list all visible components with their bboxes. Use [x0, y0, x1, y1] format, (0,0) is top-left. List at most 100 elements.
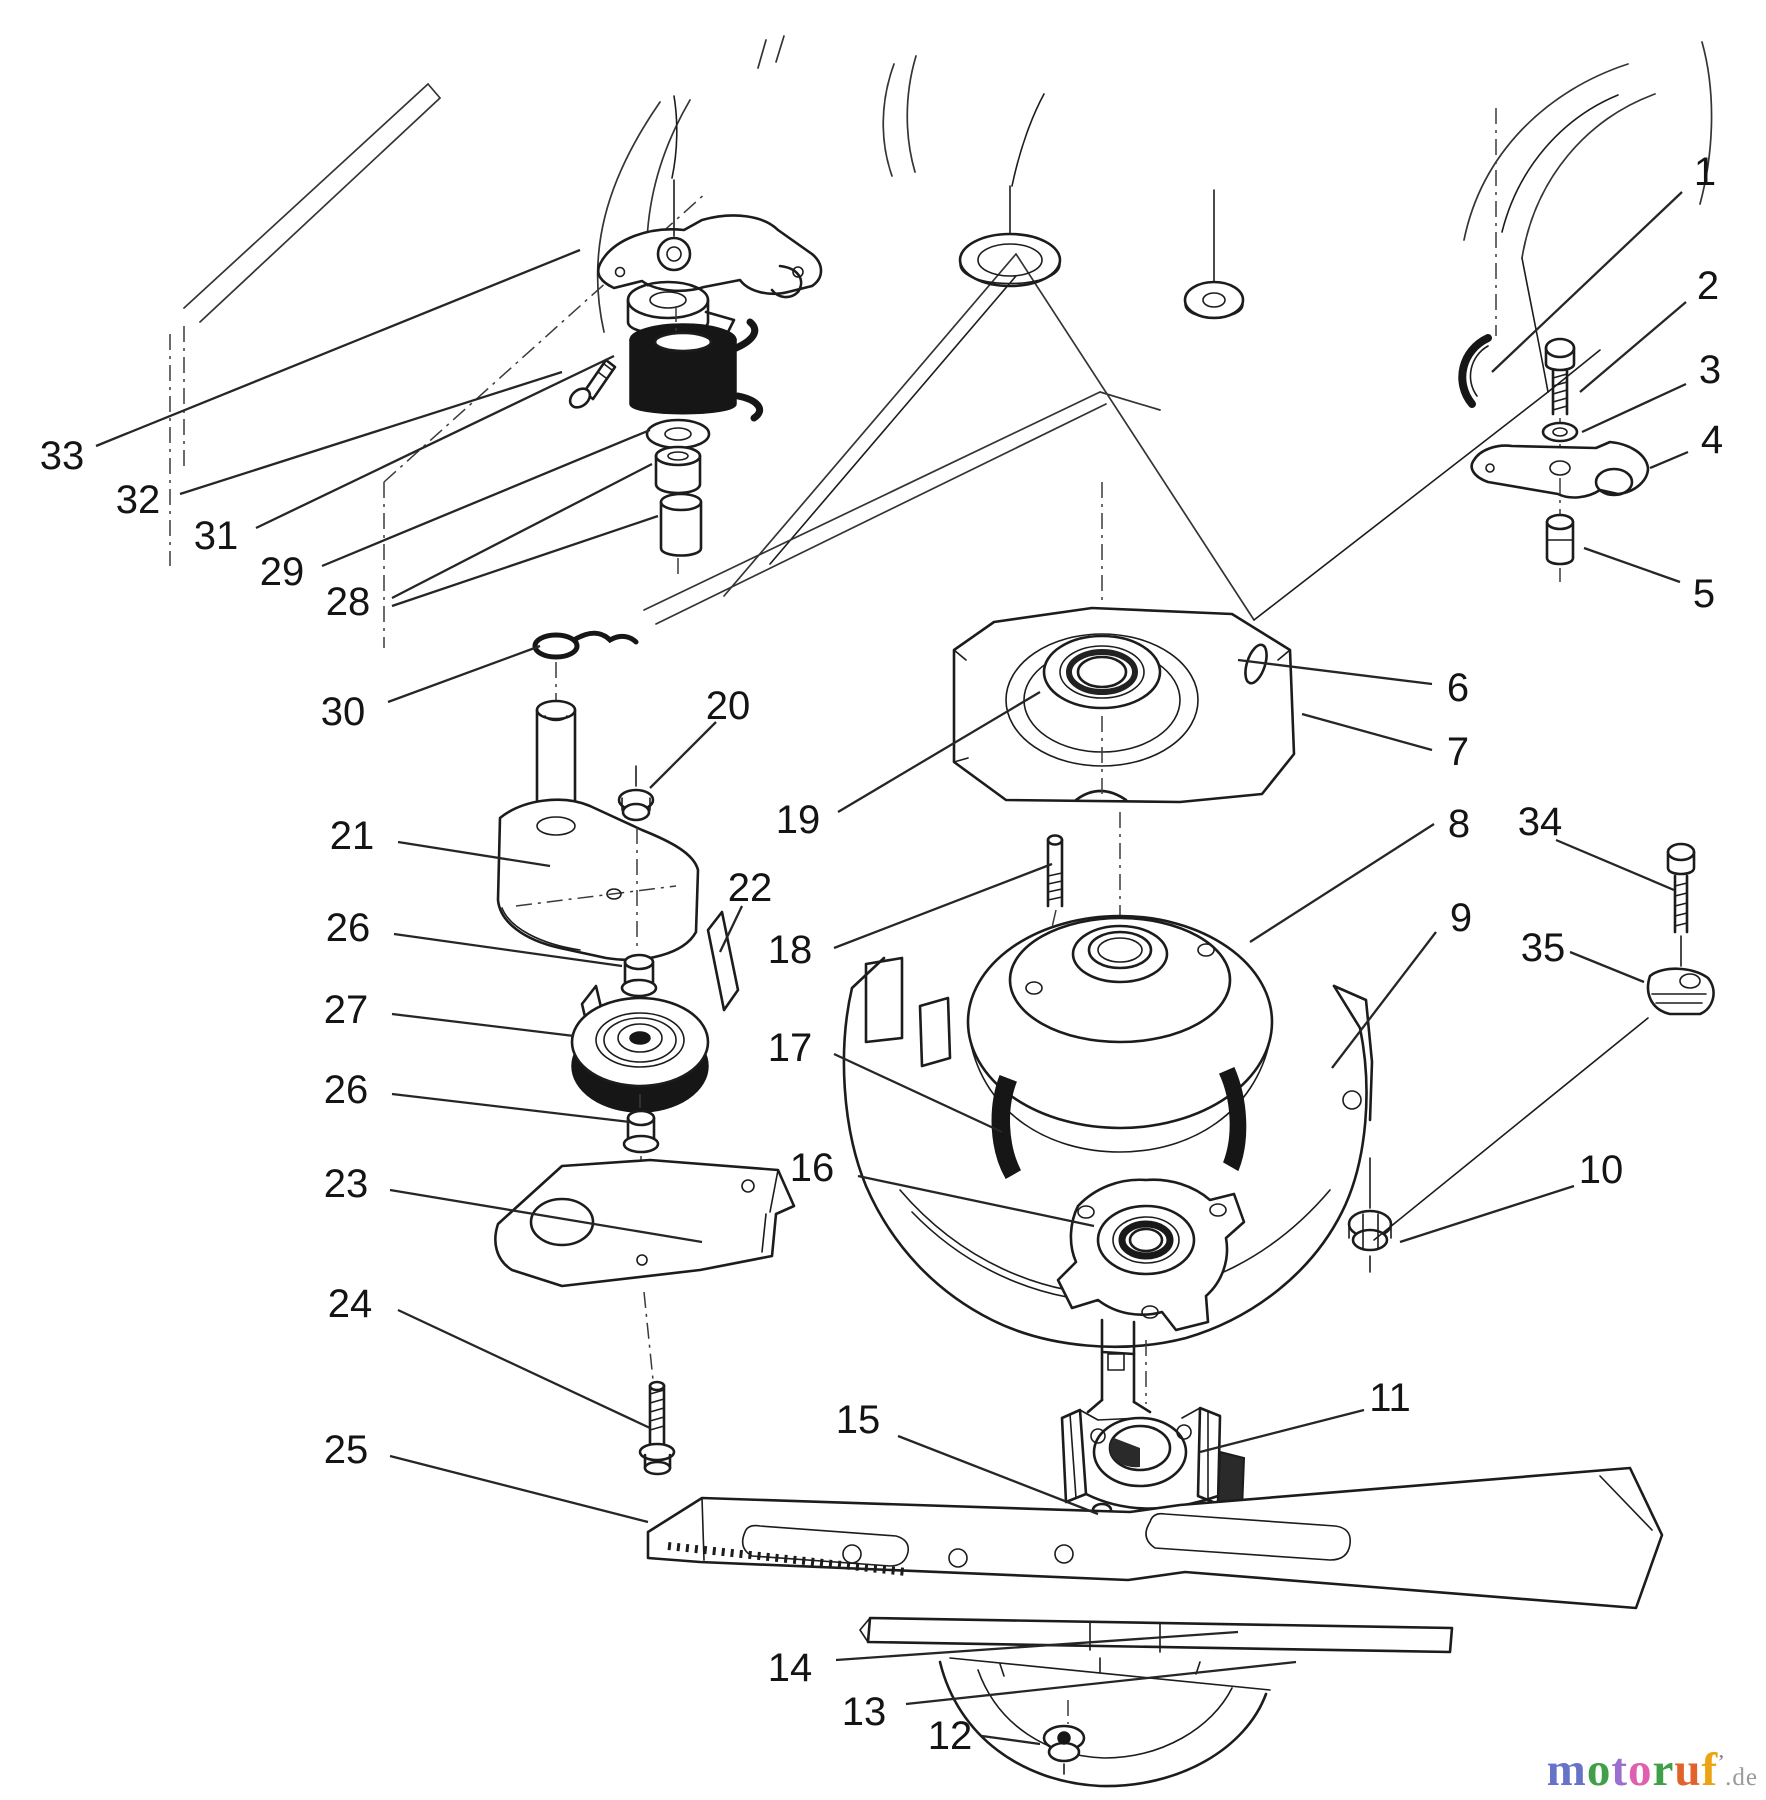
callout-24: 24 [328, 1282, 373, 1326]
leader-line-17 [833, 1052, 1003, 1134]
leader-line-3 [1581, 382, 1687, 434]
leader-line-34 [1555, 838, 1675, 892]
cam-lever-assembly [568, 95, 823, 580]
callout-21: 21 [330, 814, 375, 858]
callout-30: 30 [321, 690, 366, 734]
control-arm-4 [1470, 440, 1650, 499]
leader-line-35 [1569, 950, 1645, 984]
spacer-28a [654, 445, 702, 495]
callout-27: 27 [324, 988, 369, 1032]
callout-25: 25 [324, 1428, 369, 1472]
callout-20: 20 [706, 684, 751, 728]
leader-line-14 [835, 1630, 1239, 1662]
leader-line-30 [387, 644, 541, 704]
blade-adapter-11 [1060, 1406, 1246, 1512]
callout-26: 26 [324, 1068, 369, 1112]
callout-1: 1 [1694, 150, 1716, 194]
callout-11: 11 [1369, 1376, 1411, 1420]
callout-3: 3 [1699, 348, 1721, 392]
leader-line-26 [393, 932, 623, 968]
leader-line-7 [1301, 712, 1433, 752]
callout-16: 16 [790, 1146, 835, 1190]
clutch-spring-17-right [1218, 1067, 1247, 1172]
washer-29 [645, 418, 711, 450]
leader-line-31 [255, 354, 615, 530]
bbc-drum-8 [966, 812, 1274, 1153]
callout-9: 9 [1450, 896, 1472, 940]
leader-line-11 [1199, 1408, 1365, 1454]
callout-12: 12 [928, 1714, 973, 1758]
leader-line-20 [649, 721, 717, 789]
bolt-34 [1666, 842, 1696, 967]
bolt-24 [638, 1380, 676, 1476]
bearing-6 [1042, 634, 1162, 710]
callout-2: 2 [1697, 264, 1719, 308]
watermark-word: motoruf [1547, 1744, 1718, 1796]
spacer-26-lower [622, 1109, 660, 1154]
idler-pulley-27 [570, 996, 710, 1113]
deck-grommets [958, 93, 1245, 320]
leader-line-33 [95, 248, 581, 448]
cable-clip-35 [1373, 967, 1715, 1241]
callout-23: 23 [324, 1162, 369, 1206]
callout-34: 34 [1518, 800, 1563, 844]
watermark-tick: ’ [1718, 1751, 1726, 1771]
mounting-bracket-23 [494, 1158, 796, 1288]
leader-line-19 [837, 691, 1041, 813]
leader-line-28 [391, 514, 659, 608]
watermark-letter: f [1701, 1744, 1719, 1796]
leader-line-6 [1237, 658, 1433, 686]
deck-outline [169, 35, 1713, 648]
callout-10: 10 [1579, 1148, 1624, 1192]
brake-spring-31 [629, 318, 763, 422]
callout-33: 33 [40, 434, 85, 478]
belt-guide-22-right [706, 910, 740, 1012]
leader-line-2 [1579, 301, 1687, 393]
callout-13: 13 [842, 1690, 887, 1734]
callout-15: 15 [836, 1398, 881, 1442]
leader-line-9 [1331, 931, 1437, 1069]
leader-line-26 [391, 1092, 631, 1124]
leader-line-15 [897, 1434, 1099, 1516]
callout-31: 31 [194, 514, 239, 558]
callout-17: 17 [768, 1026, 813, 1070]
leader-line-29 [321, 428, 651, 568]
leader-line-5 [1583, 546, 1681, 584]
flange-nut-10 [1347, 1157, 1393, 1273]
leader-line-23 [389, 1188, 703, 1244]
watermark-logo: motoruf’.de [1547, 1747, 1758, 1794]
watermark-suffix: .de [1725, 1764, 1758, 1791]
watermark-letter: o [1627, 1744, 1653, 1796]
spider-carrier-16 [1056, 1178, 1246, 1404]
callout-28: 28 [326, 580, 371, 624]
spacer-26-upper [620, 953, 658, 998]
leader-line-27 [391, 1012, 575, 1038]
callout-32: 32 [116, 478, 161, 522]
callout-4: 4 [1701, 418, 1723, 462]
bearing-housing-plate [952, 482, 1296, 804]
leader-line-13 [905, 1660, 1297, 1706]
callout-26: 26 [326, 906, 371, 950]
callout-7: 7 [1447, 730, 1469, 774]
clip-1 [1458, 334, 1492, 408]
callout-8: 8 [1448, 802, 1470, 846]
clutch-spring-17-left [991, 1075, 1021, 1180]
flange-nut-12 [1042, 1700, 1086, 1775]
flange-nut-20 [617, 765, 655, 822]
leader-line-32 [179, 370, 563, 496]
leader-line-12 [981, 1734, 1041, 1746]
watermark-letter: t [1611, 1744, 1628, 1796]
leader-line-25 [389, 1454, 649, 1524]
control-arm-group [1458, 334, 1650, 582]
callout-5: 5 [1693, 572, 1715, 616]
cover-dome-13 [938, 1657, 1271, 1788]
callout-18: 18 [768, 928, 813, 972]
watermark-letter: m [1546, 1744, 1587, 1796]
bolt-2 [1544, 337, 1576, 416]
callout-6: 6 [1447, 666, 1469, 710]
washer-3 [1541, 421, 1579, 443]
leader-line-16 [857, 1174, 1095, 1228]
leader-line-1 [1491, 191, 1683, 373]
